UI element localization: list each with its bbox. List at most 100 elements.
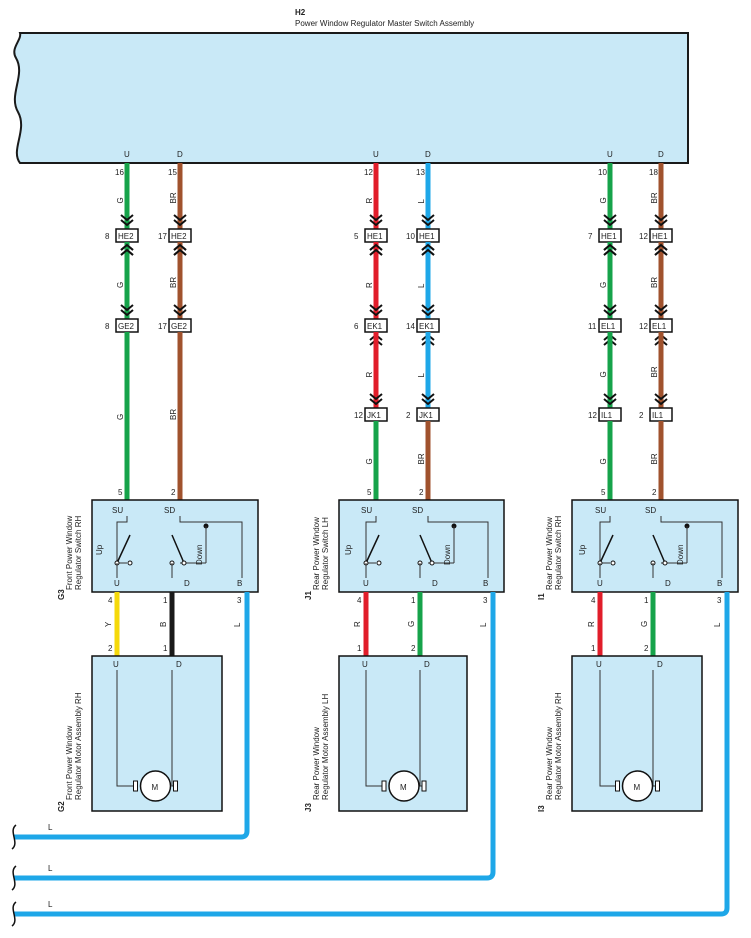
motor-brush xyxy=(421,780,427,792)
chevron-down xyxy=(369,214,383,222)
connector-chevron xyxy=(173,243,187,256)
switch-u-label: U xyxy=(363,579,369,588)
break-symbol xyxy=(11,824,17,850)
connector-code: GE2 xyxy=(118,322,135,331)
chevron-down xyxy=(369,393,383,401)
chevron-down xyxy=(120,219,134,227)
motor-top-pin: 1 xyxy=(591,644,596,653)
motor-brush xyxy=(173,780,178,792)
switch-code: G3 xyxy=(57,589,66,600)
connector-pin: 17 xyxy=(158,232,167,241)
chevron-down xyxy=(603,309,617,317)
chevron-down xyxy=(421,398,435,406)
switch-blade xyxy=(652,534,666,564)
switch-blade xyxy=(171,534,185,564)
motor-symbol: M xyxy=(152,783,159,792)
switch-pin: 5 xyxy=(601,488,606,497)
switch-su-label: SU xyxy=(595,506,606,515)
switch-name: Rear Power Window xyxy=(545,517,554,590)
wire-color-label: R xyxy=(587,621,596,627)
switch-contact xyxy=(181,560,187,566)
switch-b-label: B xyxy=(717,579,722,588)
master-pin: 13 xyxy=(416,168,425,177)
wire-color-label: BR xyxy=(650,192,659,203)
switch-down-label: Down xyxy=(676,545,685,565)
wire-color-label: BR xyxy=(169,192,178,203)
connector-chevron xyxy=(654,304,668,317)
master-pin: 10 xyxy=(598,168,607,177)
motor-brush xyxy=(381,780,387,792)
connector-code: HE1 xyxy=(652,232,668,241)
switch-b-pin: 3 xyxy=(483,596,488,605)
switch-name: Regulator Switch RH xyxy=(74,516,83,590)
switch-sd-label: SD xyxy=(164,506,175,515)
connector-chevron xyxy=(603,243,617,256)
chevron-down xyxy=(654,214,668,222)
connector-code: IL1 xyxy=(601,411,613,420)
switch-contact xyxy=(610,560,616,566)
motor-line xyxy=(365,670,382,787)
switch-name: Front Power Window xyxy=(65,516,74,590)
connector-pin: 8 xyxy=(105,232,110,241)
master-switch-box xyxy=(13,32,689,164)
switch-up-label: Up xyxy=(344,544,353,555)
motor-top-pin: 1 xyxy=(357,644,362,653)
motor-name: Regulator Motor Assembly RH xyxy=(554,692,563,800)
chevron-up xyxy=(654,248,668,256)
connector-chevron xyxy=(603,214,617,227)
switch-code: J1 xyxy=(304,591,313,600)
ground-wires: LLL xyxy=(11,592,730,927)
chevron-up xyxy=(120,243,134,251)
master-terminal-label: D xyxy=(425,150,431,159)
switch-name: Rear Power Window xyxy=(312,517,321,590)
switch-blade xyxy=(419,534,433,564)
connector-pin: 5 xyxy=(354,232,359,241)
ground-wire-label: L xyxy=(48,900,53,909)
connector-chevron xyxy=(369,214,383,227)
motor-code: I3 xyxy=(537,805,546,812)
ground-wire xyxy=(14,592,496,881)
chevron-down xyxy=(603,304,617,312)
chevron-down xyxy=(603,393,617,401)
switch-pin: 5 xyxy=(367,488,372,497)
wire-color-label: G xyxy=(599,371,608,377)
wire-color-label: G xyxy=(365,458,374,464)
switch-bottom-pin: 1 xyxy=(644,596,649,605)
switch-up-label: Up xyxy=(578,544,587,555)
wire-color-label: G xyxy=(116,414,125,420)
switch-line xyxy=(599,516,611,563)
master-pin: 18 xyxy=(649,168,658,177)
chevron-up xyxy=(369,248,383,256)
chevron-down xyxy=(421,309,435,317)
motor-line xyxy=(116,670,134,787)
connector-pin: 12 xyxy=(639,232,648,241)
switch-pin: 2 xyxy=(652,488,657,497)
connector-pin: 2 xyxy=(406,411,411,420)
wire-color-label: BR xyxy=(650,453,659,464)
chevron-down xyxy=(369,309,383,317)
wire-color-label: L xyxy=(479,622,488,627)
column-rear-rh: U10GHE17GEL111GIL112G5D18BRHE112BREL112B… xyxy=(537,150,739,812)
chevron-down xyxy=(369,304,383,312)
motor-name: Front Power Window xyxy=(65,726,74,800)
connector-pin: 12 xyxy=(354,411,363,420)
switch-b-label: B xyxy=(483,579,488,588)
wire-color-label: G xyxy=(599,282,608,288)
switch-pin: 5 xyxy=(118,488,123,497)
motor-top-pin: 2 xyxy=(644,644,649,653)
connector-HE1: HE1 12 xyxy=(639,228,673,243)
motor-d-label: D xyxy=(424,660,430,669)
connector-chevron xyxy=(603,304,617,317)
switch-name: Regulator Switch RH xyxy=(554,516,563,590)
connector-code: GE2 xyxy=(171,322,188,331)
